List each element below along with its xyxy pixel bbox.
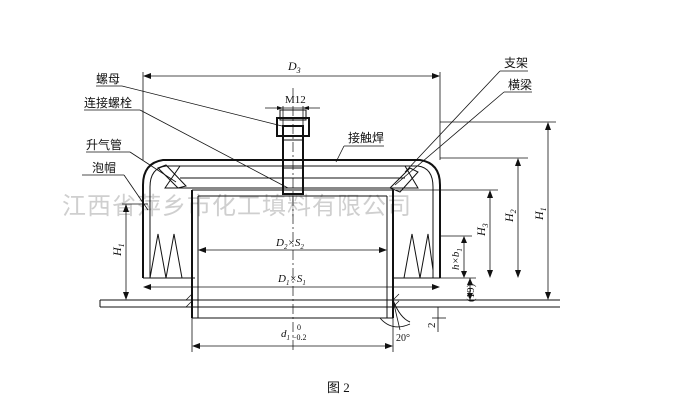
- tolerance-upper: 0: [297, 323, 301, 332]
- leader-lines: [82, 70, 532, 211]
- vent-pipe-label: 升气管: [86, 137, 122, 152]
- dim2-label: 2: [426, 323, 438, 329]
- d2s2-dimension: [198, 247, 387, 253]
- d1s1-dimension: [143, 284, 440, 290]
- m12-dimension: [265, 106, 320, 126]
- nut-label: 螺母: [96, 72, 120, 86]
- d3-label: D3: [287, 59, 301, 75]
- tray-plate: [99, 299, 560, 308]
- bracket-label: 支架: [504, 56, 528, 70]
- right-dimensions: [396, 121, 556, 332]
- angle-label: 20°: [396, 333, 410, 344]
- nut: [276, 109, 310, 137]
- angle-mark: [379, 299, 411, 331]
- dim19-label: (19): [465, 283, 477, 302]
- hxb-label: h×b1: [450, 248, 464, 270]
- contact-weld-label: 接触焊: [348, 130, 384, 145]
- h1-label: H1: [110, 243, 126, 257]
- connecting-bolt: [282, 125, 304, 195]
- crossbeam-label: 横梁: [508, 77, 532, 92]
- crossbeam: [164, 165, 419, 189]
- h2-label: H2: [502, 209, 518, 223]
- h1-dimension: [122, 203, 148, 300]
- d1-label: d1: [281, 328, 290, 342]
- h3-label: H3: [474, 223, 490, 237]
- m12-label: M12: [285, 94, 306, 106]
- figure-caption: 图 2: [327, 380, 350, 395]
- d1s1-label: D1×S1: [277, 273, 306, 287]
- d3-dimension: [142, 72, 441, 160]
- riser-pipe: [185, 189, 411, 323]
- cap-label: 泡帽: [92, 160, 116, 175]
- connecting-bolt-label: 连接螺栓: [84, 95, 132, 110]
- watermark-text: 江西省萍乡市化工填料有限公司: [62, 192, 412, 220]
- tolerance-lower: −0.2: [292, 333, 307, 342]
- d1-dimension: [191, 318, 394, 352]
- d2s2-label: D2×S2: [275, 237, 304, 251]
- h1-right-label: H1: [532, 207, 548, 221]
